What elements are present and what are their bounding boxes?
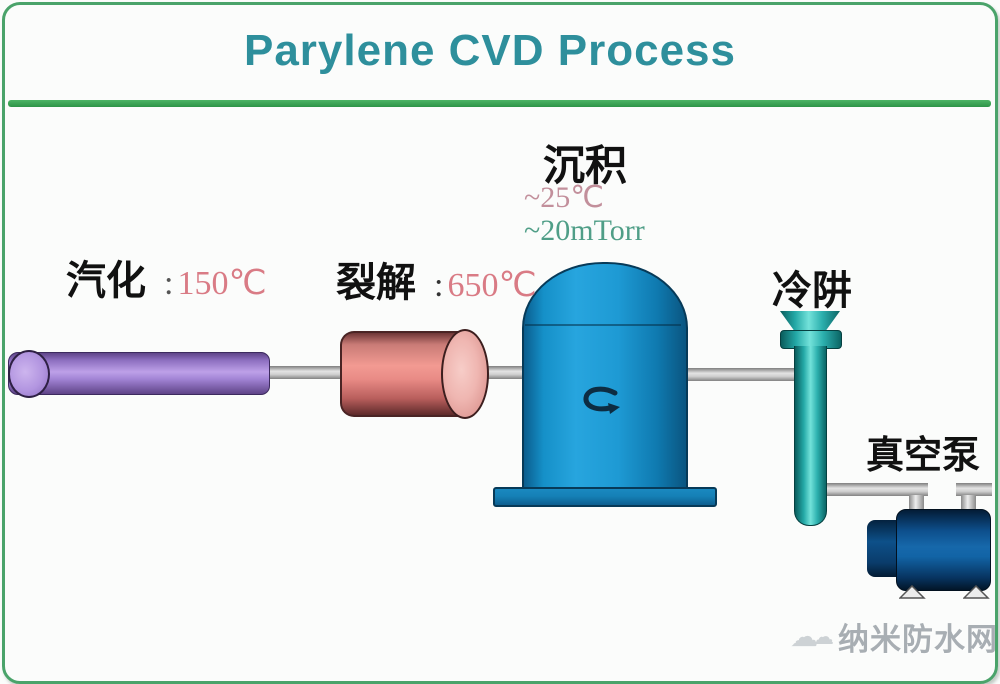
cloud-logo-icon: ☁ (790, 621, 818, 652)
pyrolysis-label: 裂解 (336, 261, 416, 305)
rotation-arrow-icon (578, 384, 624, 423)
cloud-logo-icon: ☁ (812, 623, 834, 649)
deposition-chamber (522, 262, 688, 491)
cold-trap-funnel (780, 311, 840, 331)
page-title: Parylene CVD Process (243, 26, 737, 75)
pipe-chamber-to-coldtrap (682, 368, 798, 381)
pump-exhaust-pipe (956, 483, 992, 496)
deposition-label: 沉积 (543, 142, 628, 189)
vacuum-pump-body (896, 509, 991, 591)
watermark: ☁ ☁ 纳米防水网 (790, 614, 998, 659)
pyrolysis-temperature: 650℃ (447, 267, 537, 304)
pyrolysis-colon: : (434, 267, 444, 304)
pipe-vaporizer-to-pyrolysis (264, 366, 348, 379)
vacuum-pump-label: 真空泵 (866, 435, 981, 477)
title-divider-bar (8, 100, 991, 107)
chamber-dome-seam (525, 324, 681, 326)
vaporization-label-row: 汽化 : 150℃ (66, 248, 267, 306)
chamber-base-flange (493, 487, 717, 507)
deposition-pressure: ~20mTorr (524, 214, 645, 247)
pyrolysis-label-row: 裂解 : 650℃ (336, 250, 537, 308)
pump-exhaust-stub (961, 495, 976, 511)
deposition-temperature: ~25℃ (524, 181, 604, 214)
pyrolysis-cylinder-face (441, 329, 489, 419)
pump-foot-left (898, 584, 926, 605)
vaporizer-tube-end-cap (8, 350, 50, 398)
vacuum-pump-inlet (867, 520, 900, 577)
pipe-coldtrap-to-pump (822, 483, 928, 496)
cold-trap-tube (794, 346, 827, 526)
cold-trap-label: 冷阱 (772, 269, 852, 313)
watermark-text: 纳米防水网 (838, 622, 998, 657)
vaporization-temperature: 150℃ (177, 265, 267, 302)
vaporization-label: 汽化 (66, 259, 146, 303)
vaporization-colon: : (164, 265, 174, 302)
pump-inlet-stub (909, 495, 924, 511)
pump-foot-right (962, 584, 990, 605)
